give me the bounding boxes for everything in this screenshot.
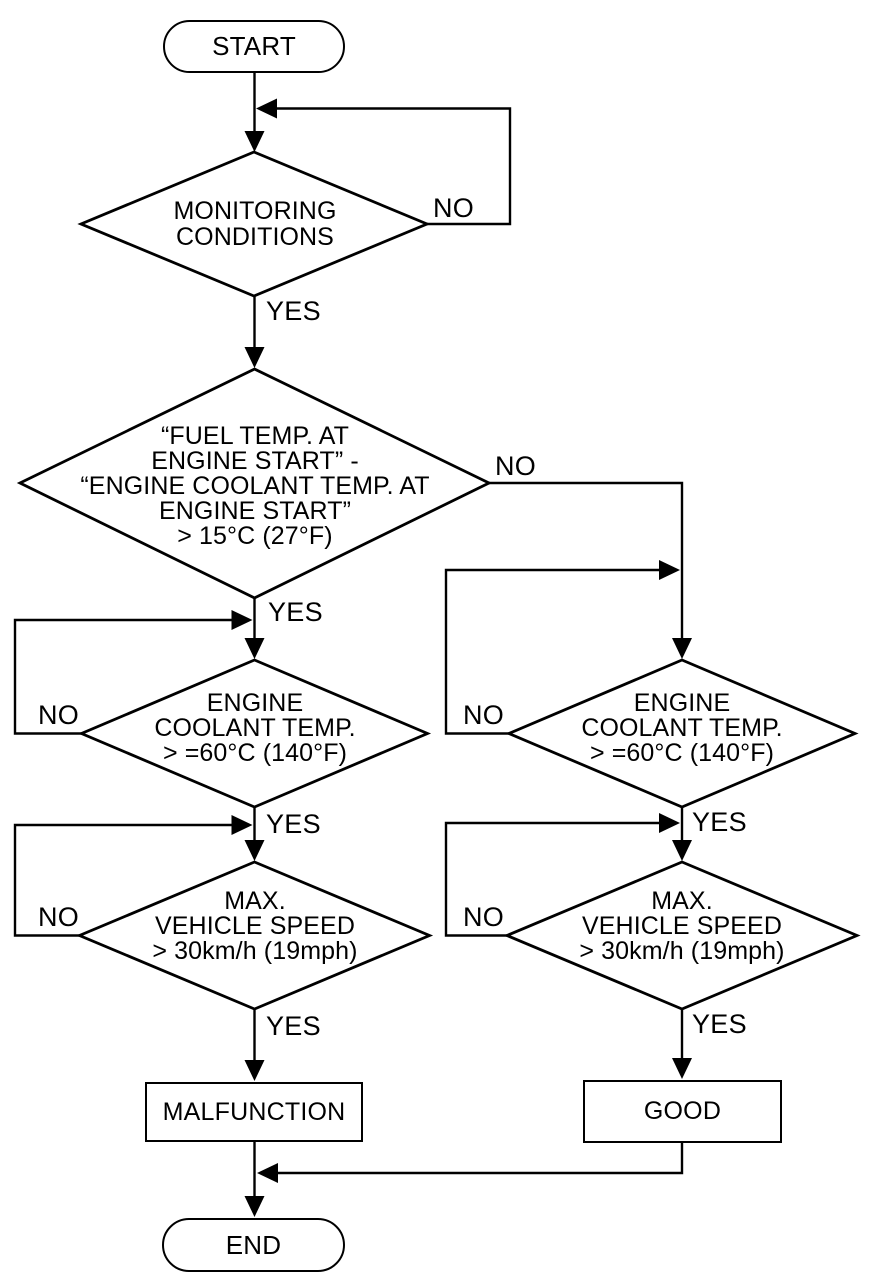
edge-label-speed-left-yes: YES xyxy=(266,1011,321,1041)
arrow-into-speed-left xyxy=(244,840,265,861)
edge-label-coolant-left-yes: YES xyxy=(266,809,321,839)
arrow-monitoring-no-return xyxy=(256,98,277,119)
coolant-temp-right-diamond xyxy=(505,658,859,809)
good-label: GOOD xyxy=(643,1097,722,1125)
malfunction-label: MALFUNCTION xyxy=(162,1097,346,1126)
arrow-coolant-left-no-return xyxy=(231,610,253,630)
end-label: END xyxy=(225,1229,282,1260)
arrow-into-monitoring xyxy=(244,131,265,152)
arrow-into-malfunction xyxy=(244,1060,265,1081)
arrow-coolant-right-no-return xyxy=(659,560,680,580)
edge-label-speed-left-no: NO xyxy=(38,902,80,932)
edge-label-monitoring-yes: YES xyxy=(266,296,321,326)
edge-speed-left-no-loop xyxy=(13,823,233,937)
edge-label-delta-no: NO xyxy=(495,451,537,481)
edge-monitoring-no-loop xyxy=(275,107,512,226)
delta-temp-label: “FUEL TEMP. AT ENGINE START” - “ENGINE C… xyxy=(80,422,430,550)
vehicle-speed-left-label: MAX. VEHICLE SPEED > 30km/h (19mph) xyxy=(152,887,358,965)
arrow-into-coolant-left xyxy=(244,638,265,659)
edge-coolant-right-no-loop xyxy=(444,568,660,735)
start-label: START xyxy=(212,31,296,61)
edge-label-delta-yes: YES xyxy=(268,597,323,627)
end-node: END xyxy=(162,1218,345,1272)
arrow-speed-left-no-return xyxy=(231,815,253,835)
coolant-temp-left-diamond xyxy=(77,658,432,809)
vehicle-speed-left-diamond xyxy=(75,860,434,1011)
vehicle-speed-right-diamond xyxy=(503,860,861,1011)
edge-good-to-end xyxy=(276,1143,684,1175)
start-node: START xyxy=(163,20,345,73)
edge-label-speed-right-yes: YES xyxy=(692,1009,747,1039)
arrow-into-end xyxy=(244,1196,265,1217)
edge-delta-temp-no xyxy=(489,481,684,640)
monitoring-conditions-label: MONITORING CONDITIONS xyxy=(173,197,337,251)
arrow-into-coolant-right xyxy=(672,638,692,659)
edge-coolant-left-no-loop xyxy=(13,618,233,735)
malfunction-node: MALFUNCTION xyxy=(145,1082,363,1142)
arrow-into-good xyxy=(672,1058,692,1079)
edge-label-coolant-left-no: NO xyxy=(38,700,80,730)
coolant-temp-left-label: ENGINE COOLANT TEMP. > =60°C (140°F) xyxy=(154,689,356,767)
arrow-speed-right-no-return xyxy=(659,813,680,833)
edge-label-speed-right-no: NO xyxy=(463,902,505,932)
delta-temp-diamond xyxy=(16,367,493,600)
arrow-good-merge xyxy=(257,1163,278,1183)
edge-label-monitoring-no: NO xyxy=(433,193,475,223)
monitoring-conditions-diamond xyxy=(77,150,431,298)
edge-speed-right-no-loop xyxy=(444,821,660,937)
arrow-into-speed-right xyxy=(672,840,692,861)
coolant-temp-right-label: ENGINE COOLANT TEMP. > =60°C (140°F) xyxy=(581,689,783,767)
vehicle-speed-right-label: MAX. VEHICLE SPEED > 30km/h (19mph) xyxy=(579,887,785,965)
edge-label-coolant-right-no: NO xyxy=(463,700,505,730)
arrow-into-delta-temp xyxy=(244,347,265,368)
good-node: GOOD xyxy=(583,1080,782,1143)
edge-label-coolant-right-yes: YES xyxy=(692,807,747,837)
